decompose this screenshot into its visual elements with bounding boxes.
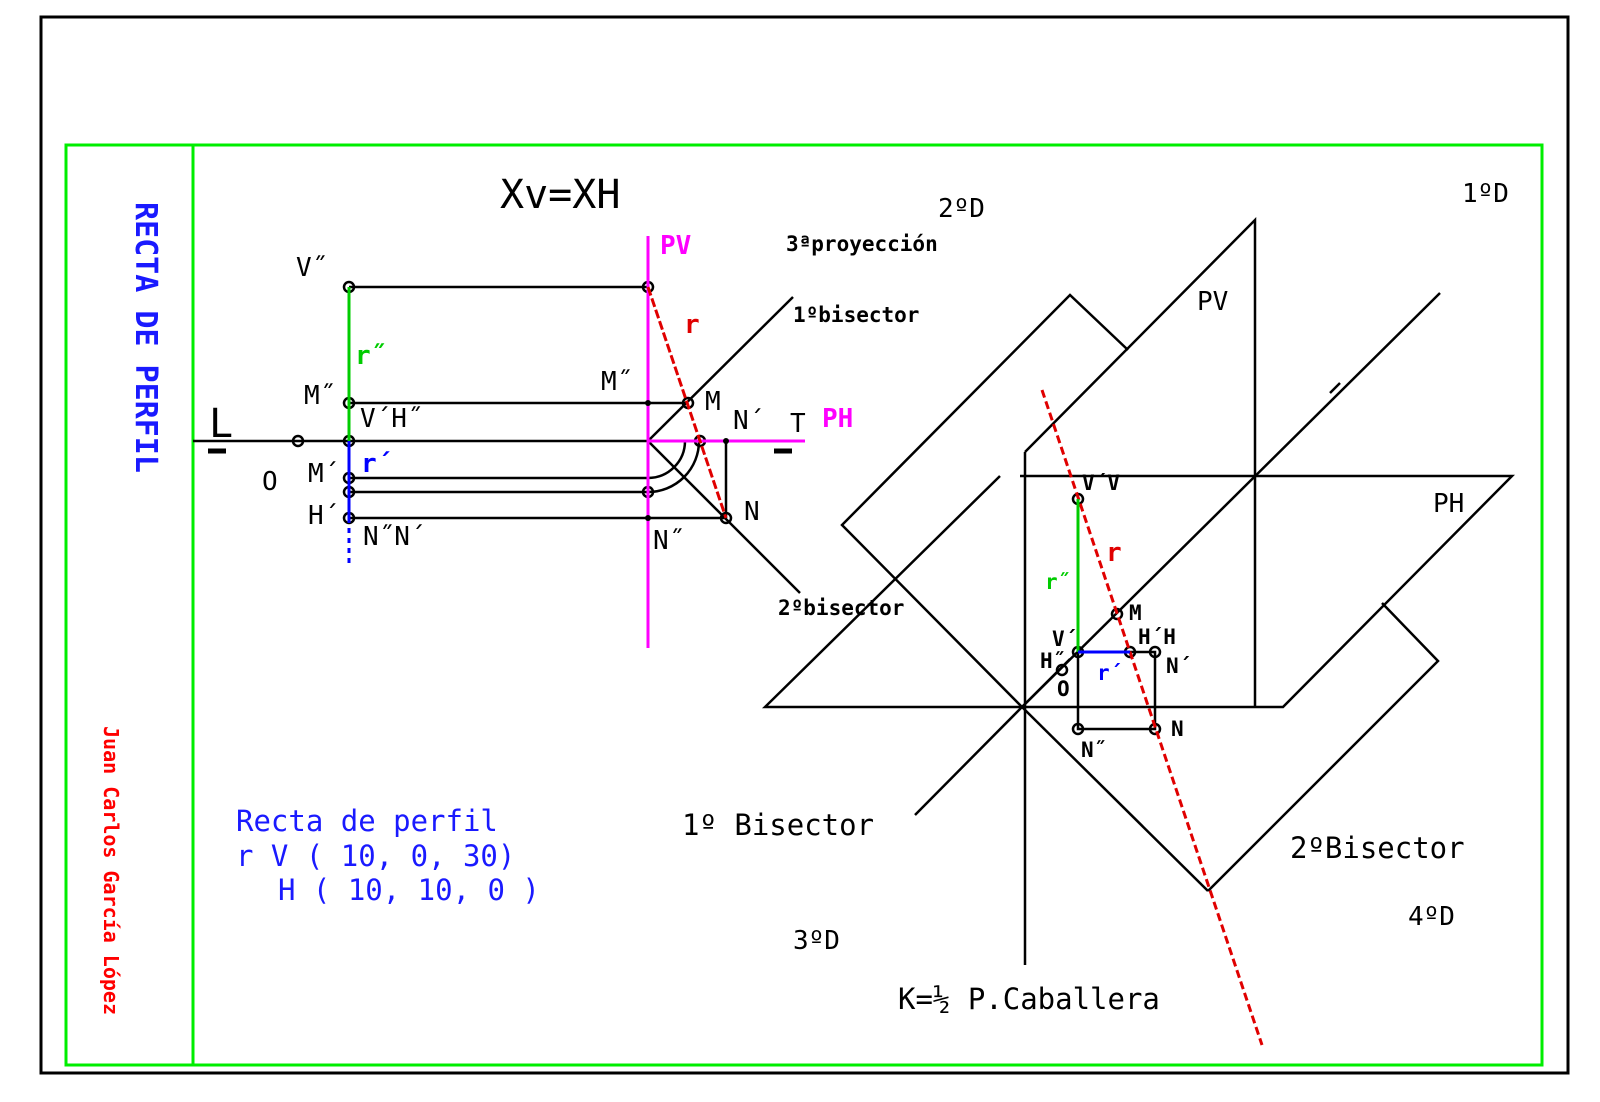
label-second-bisector: 2ºBisector: [1290, 831, 1465, 865]
label-n1: N´: [733, 406, 764, 436]
label-m1-left: M´: [308, 459, 339, 489]
label-dihedral-3: 3ºD: [793, 926, 840, 956]
iso-label-o: O: [1057, 677, 1070, 701]
iso-label-r2: r˝: [1045, 570, 1070, 594]
data-line-1: Recta de perfil: [236, 804, 498, 838]
iso-label-r: r: [1106, 538, 1122, 568]
r-perspective: [1040, 389, 1264, 1046]
construction-dots: [645, 400, 729, 521]
outer-frame: [39, 15, 1570, 1075]
green-border: [64, 143, 1544, 1067]
label-n2-mid: N˝: [653, 526, 684, 556]
cavalier-perspective: [761, 216, 1515, 965]
label-dihedral-1: 1ºD: [1462, 179, 1509, 209]
label-dihedral-2: 2ºD: [938, 194, 985, 224]
label-n2n1: N˝N´: [363, 522, 426, 552]
sheet-title: RECTA DE PERFIL: [128, 202, 163, 473]
author-name: Juan Carlos García López: [99, 726, 123, 1015]
dihedral-projection: [193, 280, 804, 594]
label-m2-left: M˝: [304, 381, 335, 411]
r-third-projection: [646, 286, 728, 519]
iso-label-vv: V´V: [1082, 471, 1120, 495]
iso-label-n: N: [1171, 717, 1184, 741]
label-pv-left: PV: [660, 231, 691, 261]
label-o: O: [262, 467, 278, 497]
label-v2: V˝: [296, 253, 327, 283]
label-m2-mid: M˝: [601, 367, 632, 397]
data-line-2: r V ( 10, 0, 30): [236, 839, 515, 873]
label-r1: r´: [361, 449, 392, 479]
label-t: T: [790, 409, 806, 439]
label-pv-right: PV: [1197, 287, 1228, 317]
iso-label-n1: N´: [1166, 654, 1191, 678]
label-h1: H´: [308, 501, 339, 531]
axis-equation: Xv=XH: [500, 172, 620, 218]
iso-label-r1: r´: [1097, 661, 1122, 685]
label-third-projection: 3ªproyección: [786, 232, 938, 256]
label-scale-note: K=½ P.Caballera: [898, 982, 1160, 1016]
label-ph-left: PH: [822, 404, 853, 434]
iso-label-v1: V´: [1052, 627, 1077, 651]
label-vh: V´H˝: [360, 404, 423, 434]
label-ph-right: PH: [1433, 489, 1464, 519]
label-second-bisector-small: 2ºbisector: [778, 596, 904, 620]
label-n: N: [744, 497, 760, 527]
iso-label-n2: N˝: [1081, 738, 1106, 762]
label-first-bisector: 1º Bisector: [682, 808, 874, 842]
label-dihedral-4: 4ºD: [1408, 902, 1455, 932]
iso-label-hh: H´H: [1138, 625, 1176, 649]
label-r-left: r: [684, 310, 700, 340]
label-r2: r˝: [355, 341, 386, 371]
label-l: L: [209, 401, 233, 447]
label-first-bisector-small: 1ºbisector: [793, 303, 919, 327]
iso-label-h2: H˝: [1040, 649, 1065, 673]
iso-label-m: M: [1129, 601, 1142, 625]
label-m: M: [705, 387, 721, 417]
data-line-3: H ( 10, 10, 0 ): [278, 873, 540, 907]
